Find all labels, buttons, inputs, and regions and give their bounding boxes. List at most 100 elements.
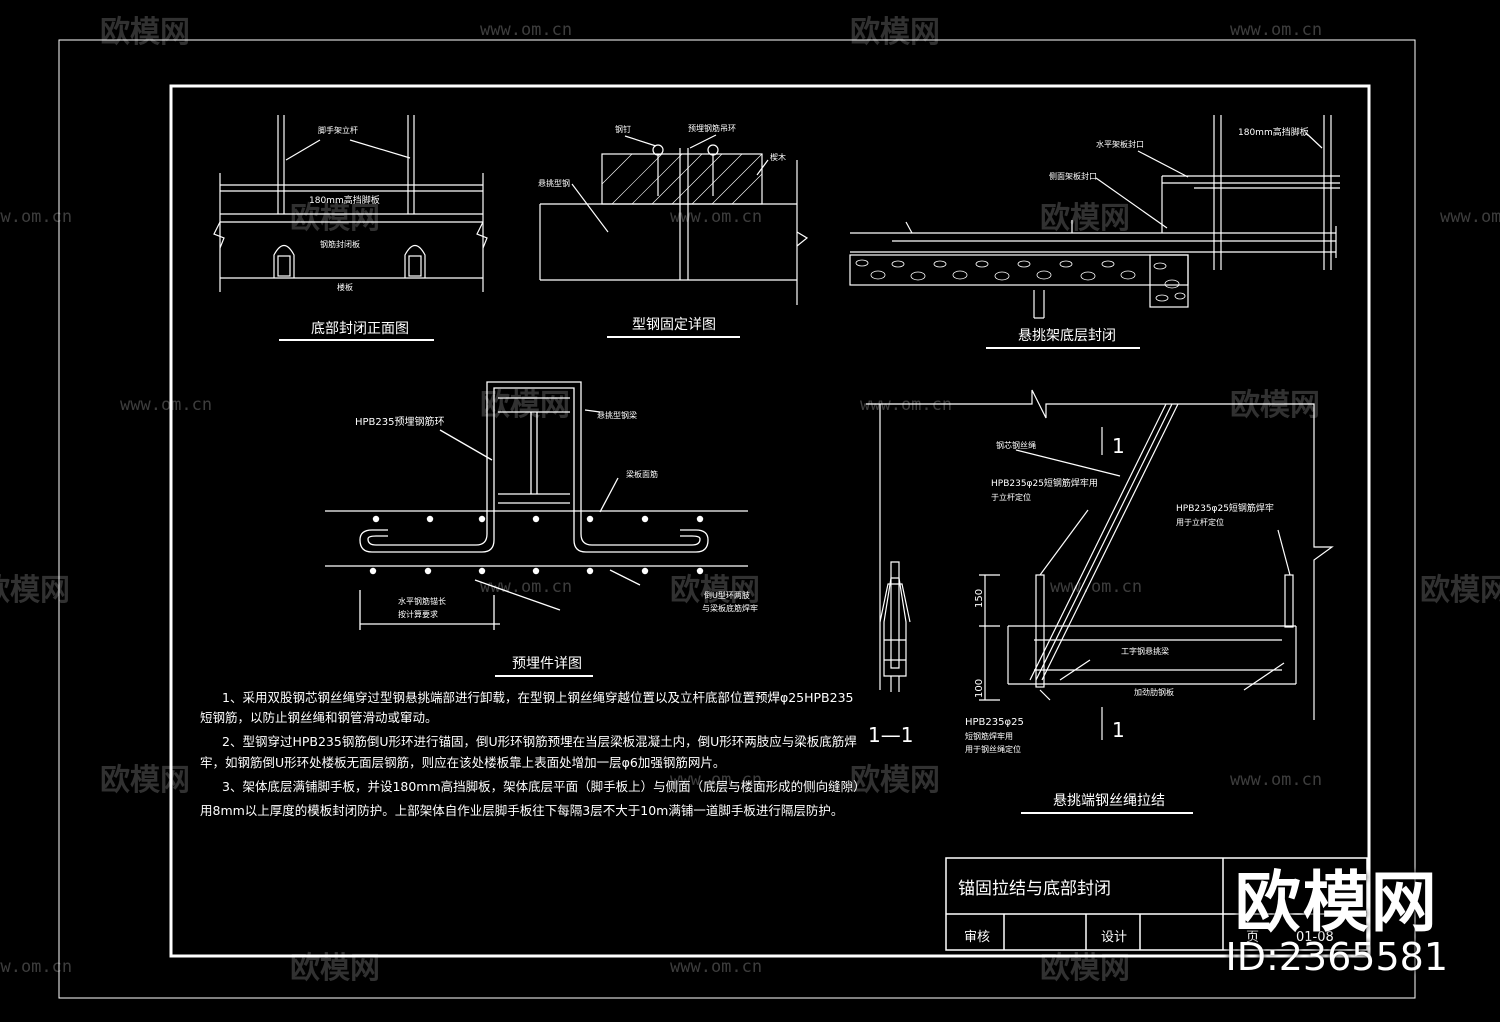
rebar-dot [532,515,540,523]
watermark-url: www.om.cn [0,957,72,977]
watermark-url: www.om.cn [1050,577,1142,597]
watermark-brand: 欧模网 [850,763,940,798]
title-block [945,857,1368,951]
watermark-brand: 欧模网 [670,573,760,608]
note-line-2: 短钢筋，以防止钢丝绳和钢管滑动或窜动。 [200,710,438,725]
watermark-brand: 欧模网 [1230,388,1320,423]
view-embedded-part-detail [325,381,748,677]
watermark-url: www.om.cn [670,770,762,790]
watermark-url: www.om.cn [1440,207,1500,227]
v2-label-ring: 预埋钢筋吊环 [688,123,736,133]
v3-label-horizontal: 水平架板封口 [1096,139,1144,149]
watermark-url: www.om.cn [480,20,572,40]
rebar-dot [369,567,377,575]
v5-title: 悬挑端钢丝绳拉结 [1053,793,1165,809]
rebar-dot [696,515,704,523]
v4-label-weld: 与梁板底筋焊牢 [702,603,758,613]
v1-label-toeboard: 180mm高挡脚板 [309,194,380,206]
rebar-dot [696,567,704,575]
v5-cut-mark-top: 1 [1112,434,1125,458]
inner-frame [169,84,1371,958]
v5-label-bar-right-2: 用于立杆定位 [1176,517,1224,527]
title-block-design: 设计 [1101,930,1127,945]
v5-dim-100: 100 [974,679,985,698]
rebar-dot [424,567,432,575]
rebar-dots [369,515,704,575]
title-block-drawing-title: 锚固拉结与底部封闭 [958,879,1111,899]
v4-label-legs: 倒U型环两肢 [704,590,750,600]
v5-label-stiffener: 加劲肋钢板 [1134,687,1174,697]
watermark-url: www.om.cn [670,207,762,227]
v5-label-bar-right-1: HPB235φ25短钢筋焊牢 [1176,502,1274,514]
rebar-dot [478,567,486,575]
view-bottom-closure-front [213,115,488,341]
v5-label-bar-bottom-2: 短钢筋焊牢用 [965,731,1013,741]
title-block-number: 01-08 [1296,930,1334,945]
view-wire-rope-tie [866,389,1334,814]
rebar-dot [641,567,649,575]
v1-label-steel-board: 钢筋封闭板 [320,239,360,249]
rebar-dot [586,515,594,523]
v5-dim-150: 150 [974,589,985,608]
watermark-brand: 欧模网 [100,15,190,50]
v4-label-calc: 按计算要求 [398,609,438,619]
rebar-dot [532,567,540,575]
rebar-dot [426,515,434,523]
rebar-dot [586,567,594,575]
note-line-3: 2、型钢穿过HPB235钢筋倒U形环进行锚固，倒U形环钢筋预埋在当层梁板混凝土内… [222,734,857,749]
watermark-brand: 欧模网 [290,201,380,236]
v5-label-rope: 钢芯钢丝绳 [996,440,1036,450]
v5-label-bar-left-2: 于立杆定位 [991,492,1031,502]
v5-cut-mark-bottom: 1 [1112,718,1125,742]
watermark-url: www.om.cn [480,577,572,597]
v3-label-toeboard: 180mm高挡脚板 [1238,126,1309,138]
v2-label-wedge: 楔木 [770,152,786,162]
brand-id: ID:2365581 [1225,935,1448,979]
v2-title: 型钢固定详图 [632,317,716,333]
v1-label-slab: 楼板 [337,282,353,292]
v3-label-side: 侧面架板封口 [1049,171,1097,181]
watermark-url: www.om.cn [0,207,72,227]
v2-label-steel: 悬挑型钢 [538,178,570,188]
rebar-dot [372,515,380,523]
watermark-brand: 欧模网 [1040,201,1130,236]
v5-section-label: 1—1 [868,723,913,747]
outer-frame [58,39,1416,999]
watermark-brand: 欧模网 [850,15,940,50]
watermark-url: www.om.cn [670,957,762,977]
watermark-brand: 欧模网 [100,763,190,798]
v5-label-bar-bottom-1: HPB235φ25 [965,717,1024,728]
rebar-dot [641,515,649,523]
note-line-5: 3、架体底层满铺脚手板，并设180mm高挡脚板，架体底层平面（脚手板上）与侧面（… [222,779,866,794]
v5-label-bar-bottom-3: 用于钢丝绳定位 [965,744,1021,754]
watermark-brand: 欧模网 [1420,573,1500,608]
v4-label-anchor: 水平钢筋锚长 [398,596,446,606]
v4-title: 预埋件详图 [512,656,582,672]
v1-label-pole: 脚手架立杆 [318,125,358,135]
title-block-review: 审核 [964,930,990,945]
brand-watermark: 欧模网 ID:2365581 [1225,864,1448,979]
v3-title: 悬挑架底层封闭 [1018,328,1116,344]
watermark-url: www.om.cn [1230,20,1322,40]
watermark-url: www.om.cn [1230,770,1322,790]
note-line-6: 用8mm以上厚度的模板封闭防护。上部架体自作业层脚手板往下每隔3层不大于10m满… [200,803,843,818]
v4-label-top-bar: 梁板面筋 [626,469,658,479]
note-line-1: 1、采用双股钢芯钢丝绳穿过型钢悬挑端部进行卸载，在型钢上钢丝绳穿越位置以及立杆底… [222,690,853,705]
watermark-brand: 欧模网 [480,388,570,423]
v1-title: 底部封闭正面图 [311,321,409,337]
view-steel-fixing-detail [539,134,809,338]
watermark-brand: 欧模网 [0,573,70,608]
v2-label-nail: 钢钉 [615,124,631,134]
brand-logo: 欧模网 [1234,864,1439,941]
v5-label-bar-left-1: HPB235φ25短钢筋焊牢用 [991,477,1098,489]
watermark-url: www.om.cn [860,395,952,415]
watermark-url: www.om.cn [120,395,212,415]
watermark-layer: 欧模网欧模网欧模网欧模网欧模网欧模网欧模网欧模网欧模网欧模网欧模网欧模网欧模网w… [0,15,1500,986]
view-cantilever-bottom-closure [849,115,1340,349]
v4-label-beam: 悬挑型钢梁 [597,410,637,420]
title-block-page: 页 [1246,930,1259,945]
rebar-dot [478,515,486,523]
v5-label-ibeam: 工字钢悬挑梁 [1121,646,1169,656]
note-line-4: 牢，如钢筋倒U形环处楼板无面层钢筋，则应在该处楼板靠上表面处增加一层φ6加强钢筋… [200,755,725,770]
